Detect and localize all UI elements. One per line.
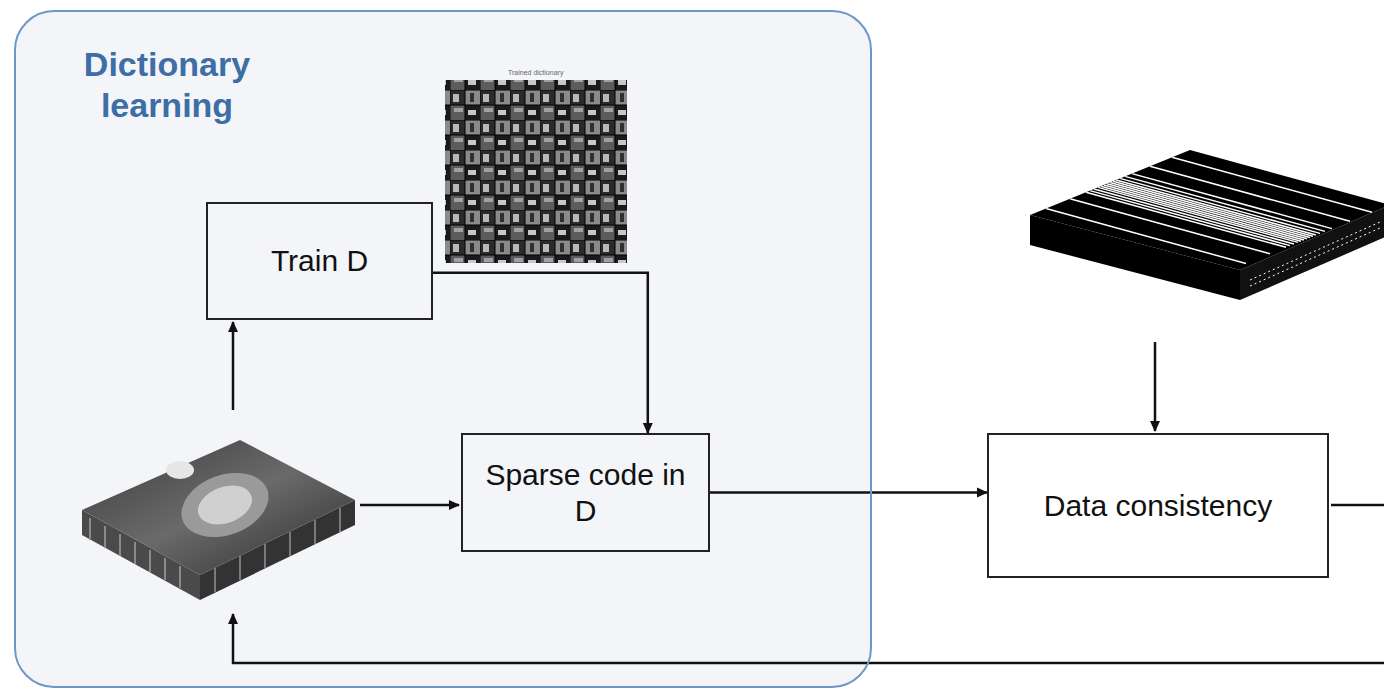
flow-arrow: [710, 491, 987, 494]
process-box: Sparse code in D: [461, 433, 710, 552]
box-label: Data consistency: [1034, 488, 1282, 524]
process-box: Data consistency: [987, 433, 1329, 578]
process-box: Train D: [206, 202, 433, 320]
dictionary-panel: Dictionary learningTrain D Sparse code in…: [14, 10, 872, 688]
mri-image: [82, 440, 355, 600]
box-label: Train D: [261, 243, 378, 279]
dictionary-image: [445, 80, 627, 263]
panel-heading: Dictionary learning: [42, 44, 292, 126]
panel-ground: [15, 11, 871, 687]
sampling-mask: [1030, 150, 1384, 300]
image-caption: Trained dictionary: [508, 69, 563, 76]
layout-arrows: [233, 322, 1384, 663]
box-label: Sparse code in D: [463, 457, 708, 529]
flow-arrow: [433, 273, 648, 433]
